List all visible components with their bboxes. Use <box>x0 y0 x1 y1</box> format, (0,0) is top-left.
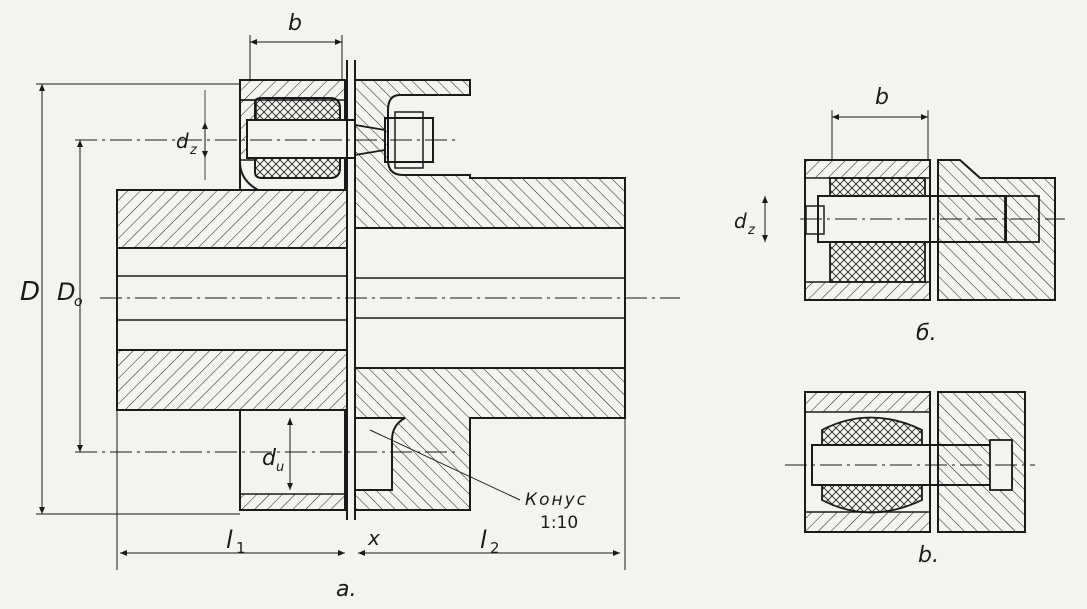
dim-dz-sub: z <box>189 143 198 158</box>
dim-Do-sub: o <box>74 294 83 310</box>
cone-ratio: 1:10 <box>540 513 578 533</box>
figure-b <box>762 110 1065 301</box>
fig-b-dim-b: b <box>875 85 889 110</box>
figure-c-caption: b. <box>918 543 939 568</box>
figure-b-caption: б. <box>916 321 937 346</box>
dim-du-sub: u <box>276 460 284 475</box>
dim-D-label: D <box>20 277 40 307</box>
figure-a-caption: a. <box>336 577 356 602</box>
dim-l1-label: l <box>226 526 233 554</box>
fig-b-dim-dz: d <box>734 209 747 233</box>
figure-c <box>785 391 1035 533</box>
dim-x-label: x <box>367 526 380 550</box>
cone-label: Конус <box>525 490 588 510</box>
dim-b-label: b <box>288 11 302 36</box>
dim-dz-label: d <box>176 129 189 153</box>
left-hub-lower <box>116 349 348 511</box>
dim-du-label: d <box>262 446 277 471</box>
right-hub <box>354 79 626 511</box>
dim-Do-label: D <box>57 278 75 306</box>
figure-a <box>36 35 680 570</box>
dim-l1-sub: 1 <box>236 539 246 557</box>
dim-l2-sub: 2 <box>490 539 500 557</box>
fig-b-dim-dz-sub: z <box>747 223 756 238</box>
dim-l2-label: l <box>480 526 487 554</box>
